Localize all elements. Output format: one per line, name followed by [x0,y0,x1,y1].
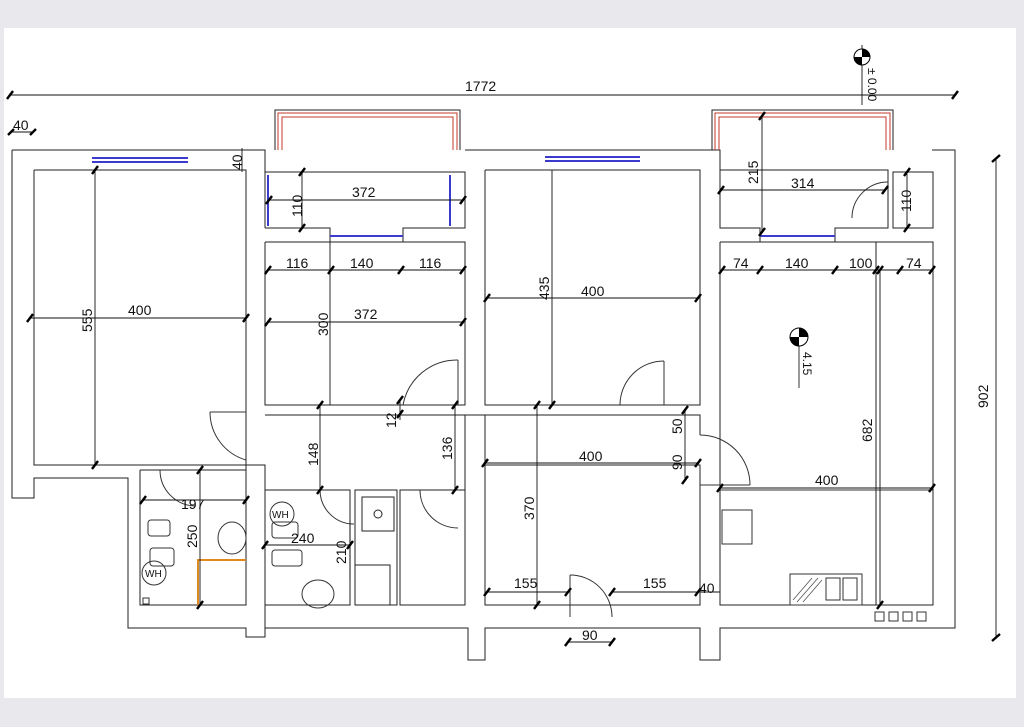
dim-label: 435 [536,276,552,300]
windows [92,156,835,237]
sink-icon [789,573,863,606]
water-heater-icon [269,501,295,527]
outer-wall [11,149,956,661]
dim-label: 682 [859,418,875,442]
dimension-lines [10,45,997,643]
sink-hatch [792,577,823,603]
door-room3 [619,360,665,406]
door-bath [159,469,197,507]
dim-label: 400 [581,283,605,299]
dim-label: 50 [669,418,685,434]
fixtures [141,489,933,622]
overall-height-label: 902 [975,384,991,408]
dim-label: 210 [333,540,349,564]
elevation-label: ± 0.00 [865,68,879,102]
dimension-ticks [6,90,1001,647]
bidet-icon [271,549,303,567]
dim-label: 40 [13,117,29,133]
dim-label: 300 [315,312,331,336]
dim-label: 240 [291,530,315,546]
paper [4,28,1016,698]
dim-label: 372 [354,306,378,322]
door-room2 [402,359,459,406]
washer-drum [373,509,383,519]
washbasin-icon [217,521,247,555]
dim-label: 116 [286,255,309,271]
outer-wall [12,149,266,228]
bidet-icon [149,547,175,567]
bath-left [139,469,247,606]
dim-label: 40 [229,154,245,170]
dimension-labels: 1772 902 40 40 372 110 314 215 110 116 1… [13,78,991,643]
door-store [419,489,459,529]
water-heater-icon [141,560,167,586]
dim-label: 370 [521,496,537,520]
heater-label: WH [272,510,289,521]
dim-label: 74 [906,255,922,271]
shelf [355,564,391,605]
dim-label: 116 [419,255,442,271]
dim-label: 555 [79,308,95,332]
walls [11,109,956,661]
counter [197,559,246,605]
dim-label: 90 [582,627,598,643]
dim-label: 40 [699,580,715,596]
closet [892,171,934,229]
dim-label: 400 [815,472,839,488]
dim-label: 90 [669,454,685,470]
corridor [265,414,701,435]
dim-label: 74 [733,255,749,271]
dim-label: 155 [643,575,667,591]
door-bath2 [319,489,355,525]
dim-label: 140 [785,255,809,271]
dim-label: 155 [514,575,538,591]
hall-lower [484,464,701,606]
dim-label: 215 [745,160,761,184]
balcony-right [711,109,894,150]
dim-label: 400 [579,448,603,464]
balcony-rails [277,112,891,150]
dim-label: 110 [898,189,914,212]
elevation-label: 4.15 [800,352,814,376]
elevation-marker-interior: 4.15 [789,327,814,388]
dim-label: 197 [181,496,205,512]
heater-label: WH [145,569,162,580]
wall [465,149,721,170]
dim-label: 372 [352,184,376,200]
room-right [719,241,934,606]
laundry [354,489,398,606]
door-balcony [851,181,889,219]
dim-label: 400 [128,302,152,318]
washbasin-icon [301,579,335,609]
fixture-labels: WH WH [145,510,289,580]
balcony-left [274,109,461,150]
doors [159,181,889,618]
dim-label: 12 [383,412,399,428]
elevation-marker-entrance: ± 0.00 [853,48,879,102]
room-3 [484,169,701,406]
dim-label: 136 [439,436,455,460]
door-entry [569,574,613,618]
room-2 [264,241,466,406]
overall-width-label: 1772 [465,78,496,94]
door-left [209,411,247,461]
dim-label: 100 [849,255,873,271]
toilet-icon [271,521,299,539]
dim-label: 140 [350,255,374,271]
dim-label: 110 [289,194,305,217]
dim-label: 250 [184,524,200,548]
toilet-icon [147,519,171,537]
dim-label: 314 [791,175,815,191]
bath-mid [264,489,351,606]
dim-label: 148 [305,442,321,466]
fridge-icon [721,509,753,545]
washer [361,496,395,532]
door-right [699,434,751,486]
